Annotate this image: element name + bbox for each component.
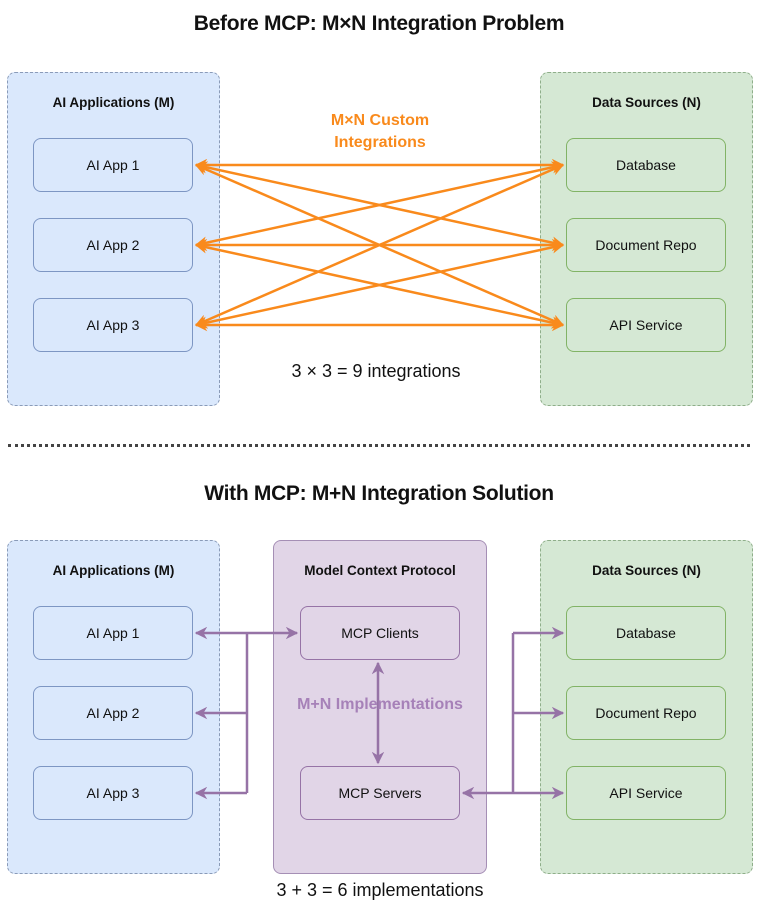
- node-label: API Service: [609, 317, 683, 333]
- bottom-app-node-3[interactable]: AI App 3: [33, 766, 193, 820]
- integration-edge-app1-source2: [194, 161, 565, 249]
- bottom-app-node-2[interactable]: AI App 2: [33, 686, 193, 740]
- top-connector-label: M×N Custom Integrations: [280, 110, 480, 154]
- bottom-source-node-2[interactable]: Document Repo: [566, 686, 726, 740]
- section-divider: [8, 444, 750, 447]
- top-source-node-3[interactable]: API Service: [566, 298, 726, 352]
- bottom-app-node-1[interactable]: AI App 1: [33, 606, 193, 660]
- top-app-node-3[interactable]: AI App 3: [33, 298, 193, 352]
- connector-label-line2: Integrations: [334, 134, 426, 151]
- top-source-node-2[interactable]: Document Repo: [566, 218, 726, 272]
- node-label: AI App 2: [86, 705, 140, 721]
- top-sources-group-title: Data Sources (N): [592, 95, 701, 110]
- mcp-clients-node[interactable]: MCP Clients: [300, 606, 460, 660]
- bottom-source-node-3[interactable]: API Service: [566, 766, 726, 820]
- node-label: AI App 2: [86, 237, 140, 253]
- node-label: AI App 3: [86, 317, 140, 333]
- node-label: Database: [616, 157, 676, 173]
- node-label: AI App 3: [86, 785, 140, 801]
- node-label: Document Repo: [595, 705, 697, 721]
- connector-label-line1: M×N Custom: [330, 112, 430, 129]
- integration-edge-app1-source3: [194, 163, 565, 327]
- integration-edge-app2-source3: [194, 241, 565, 329]
- bottom-source-node-1[interactable]: Database: [566, 606, 726, 660]
- node-label: API Service: [609, 785, 683, 801]
- mcp-servers-node[interactable]: MCP Servers: [300, 766, 460, 820]
- implementations-label: M+N Implementations: [297, 696, 463, 713]
- top-edges: [194, 158, 565, 332]
- top-apps-group-title: AI Applications (M): [52, 95, 175, 110]
- bottom-apps-group-title: AI Applications (M): [52, 563, 175, 578]
- top-app-node-1[interactable]: AI App 1: [33, 138, 193, 192]
- node-label: MCP Clients: [341, 625, 419, 641]
- integration-edge-app3-source2: [194, 241, 565, 329]
- bottom-sources-group-title: Data Sources (N): [592, 563, 701, 578]
- node-label: Database: [616, 625, 676, 641]
- node-label: Document Repo: [595, 237, 697, 253]
- bottom-title: With MCP: M+N Integration Solution: [204, 482, 554, 505]
- integration-edge-app2-source1: [194, 161, 565, 249]
- top-app-node-2[interactable]: AI App 2: [33, 218, 193, 272]
- top-source-node-1[interactable]: Database: [566, 138, 726, 192]
- top-formula: 3 × 3 = 9 integrations: [291, 361, 461, 381]
- integration-edge-app3-source1: [194, 163, 565, 327]
- protocol-group-title: Model Context Protocol: [304, 563, 456, 578]
- bottom-formula: 3 + 3 = 6 implementations: [276, 880, 484, 900]
- node-label: AI App 1: [86, 157, 140, 173]
- node-label: AI App 1: [86, 625, 140, 641]
- node-label: MCP Servers: [338, 785, 422, 801]
- top-title: Before MCP: M×N Integration Problem: [193, 12, 565, 35]
